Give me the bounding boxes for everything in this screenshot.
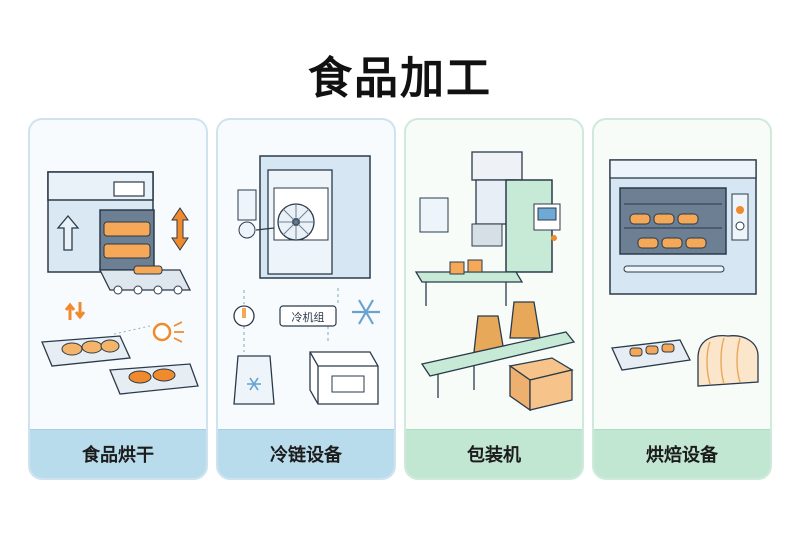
packaging-machine-icon <box>414 151 576 412</box>
card-baking[interactable]: 烘焙设备 <box>592 118 772 480</box>
card-cold-chain[interactable]: 冷机组 冷链设备 <box>216 118 396 480</box>
card-label: 冷链设备 <box>270 445 342 466</box>
card-label: 包装机 <box>467 445 521 466</box>
cold-chain-icon: 冷机组 <box>233 155 380 405</box>
card-label-bar: 包装机 <box>406 429 582 478</box>
card-food-drying[interactable]: 食品烘干 <box>28 118 208 480</box>
page-title: 食品加工 <box>308 53 492 104</box>
baking-oven-icon <box>609 159 759 387</box>
card-packaging[interactable]: 包装机 <box>404 118 584 480</box>
card-label-bar: 烘焙设备 <box>594 429 770 478</box>
food-dryer-icon <box>41 171 199 395</box>
card-label-bar: 冷链设备 <box>218 429 394 478</box>
chiller-unit-label: 冷机组 <box>292 310 325 324</box>
card-label: 食品烘干 <box>82 445 154 466</box>
card-label-bar: 食品烘干 <box>30 429 206 478</box>
card-label: 烘焙设备 <box>646 445 718 466</box>
